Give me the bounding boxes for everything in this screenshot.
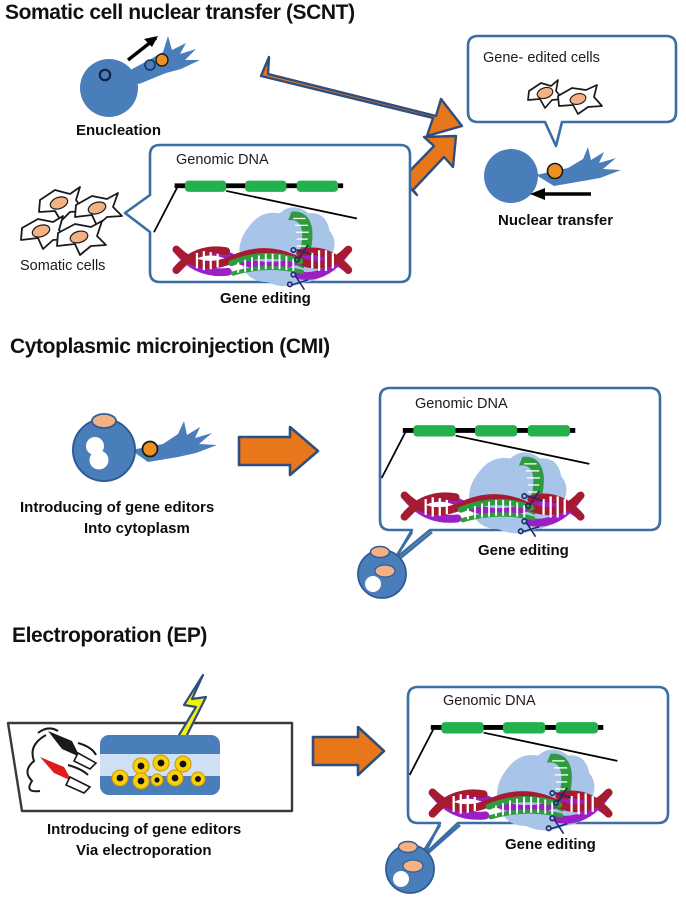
arrow-ep — [311, 725, 386, 777]
black-electrode-clip-icon — [48, 731, 98, 770]
genomic-dna-bar — [174, 180, 344, 192]
arrow-editing-to-transfer — [400, 134, 458, 197]
panel-cmi: Cytoplasmic microinjection (CMI) — [0, 320, 686, 615]
electrode-wires — [26, 727, 97, 793]
magnification-leader-lines — [153, 185, 358, 233]
enucleation-pipette-icon — [119, 36, 200, 84]
label-ep-introducing-line2: Via electroporation — [76, 842, 212, 859]
label-gene-editing-scnt: Gene editing — [220, 290, 311, 307]
panel-ep: Electroporation (EP) — [0, 615, 686, 899]
dna-base-pairs-right — [311, 250, 334, 271]
somatic-cells-icon — [20, 186, 123, 256]
r-loop-green-strand — [485, 796, 564, 820]
arrow-cmi — [237, 425, 320, 477]
genomic-dna-bar — [402, 425, 576, 437]
label-gene-editing-cmi: Gene editing — [478, 542, 569, 559]
arrow-scnt-to-transfer — [259, 55, 464, 138]
scissors-cut-site-icon — [545, 787, 572, 835]
pronuclei-icon — [86, 437, 109, 470]
ep-target-zygote-icon — [385, 840, 435, 894]
dna-base-pairs-left — [452, 794, 476, 814]
label-gene-editing-ep: Gene editing — [505, 836, 596, 853]
label-genomic-dna-ep: Genomic DNA — [443, 693, 536, 709]
genomic-dna-bar — [430, 722, 604, 734]
label-ep-introducing-line1: Introducing of gene editors — [47, 821, 242, 838]
gene-editing-illustration-ep — [408, 722, 618, 835]
nuclear-transfer-group — [484, 147, 621, 203]
panel-title-ep: Electroporation (EP) — [12, 624, 208, 647]
label-nuclear-transfer: Nuclear transfer — [498, 212, 614, 229]
r-loop-green-strand — [228, 252, 305, 276]
label-cmi-introducing-line1: Introducing of gene editors — [20, 499, 215, 516]
cmi-graphics — [72, 386, 662, 599]
magnification-leader-lines — [380, 429, 590, 479]
cmi-injection-group — [72, 413, 217, 482]
label-gene-edited-cells: Gene- edited cells — [483, 50, 600, 66]
scissors-cut-site-icon — [286, 244, 312, 291]
dna-base-pairs-right — [542, 496, 566, 518]
enucleation-group — [80, 36, 200, 117]
gene-edited-cell-nuclei — [536, 86, 587, 105]
dna-base-pairs-right — [570, 793, 594, 815]
panel-title-cmi: Cytoplasmic microinjection (CMI) — [10, 335, 330, 358]
transfer-direction-arrow-icon — [530, 188, 591, 200]
panel-title-scnt: Somatic cell nuclear transfer (SCNT) — [5, 1, 355, 24]
gene-editing-illustration-scnt — [153, 180, 358, 291]
scnt-graphics — [20, 34, 678, 291]
label-somatic-cells: Somatic cells — [20, 258, 106, 274]
dna-base-pairs-left — [195, 251, 219, 271]
label-genomic-dna-scnt: Genomic DNA — [176, 152, 269, 168]
ep-graphics — [6, 673, 670, 894]
label-enucleation: Enucleation — [76, 122, 162, 139]
magnification-leader-lines — [408, 726, 618, 776]
lightning-bolt-icon — [174, 673, 208, 742]
cuvette-cells-icon — [111, 754, 206, 790]
panel-scnt: Somatic cell nuclear transfer (SCNT) — [0, 0, 686, 320]
scissors-cut-site-icon — [517, 490, 544, 538]
extraction-arrow-icon — [126, 36, 158, 62]
gene-editing-illustration-cmi — [380, 425, 590, 538]
label-cmi-introducing-line2: Into cytoplasm — [84, 520, 190, 537]
red-electrode-clip-icon — [40, 757, 92, 794]
r-loop-green-strand — [457, 499, 536, 523]
somatic-cell-nuclei — [31, 196, 107, 244]
label-genomic-dna-cmi: Genomic DNA — [415, 396, 508, 412]
cmi-target-zygote-icon — [357, 545, 407, 599]
oocyte-icon — [80, 59, 138, 117]
dna-base-pairs-left — [424, 497, 448, 517]
